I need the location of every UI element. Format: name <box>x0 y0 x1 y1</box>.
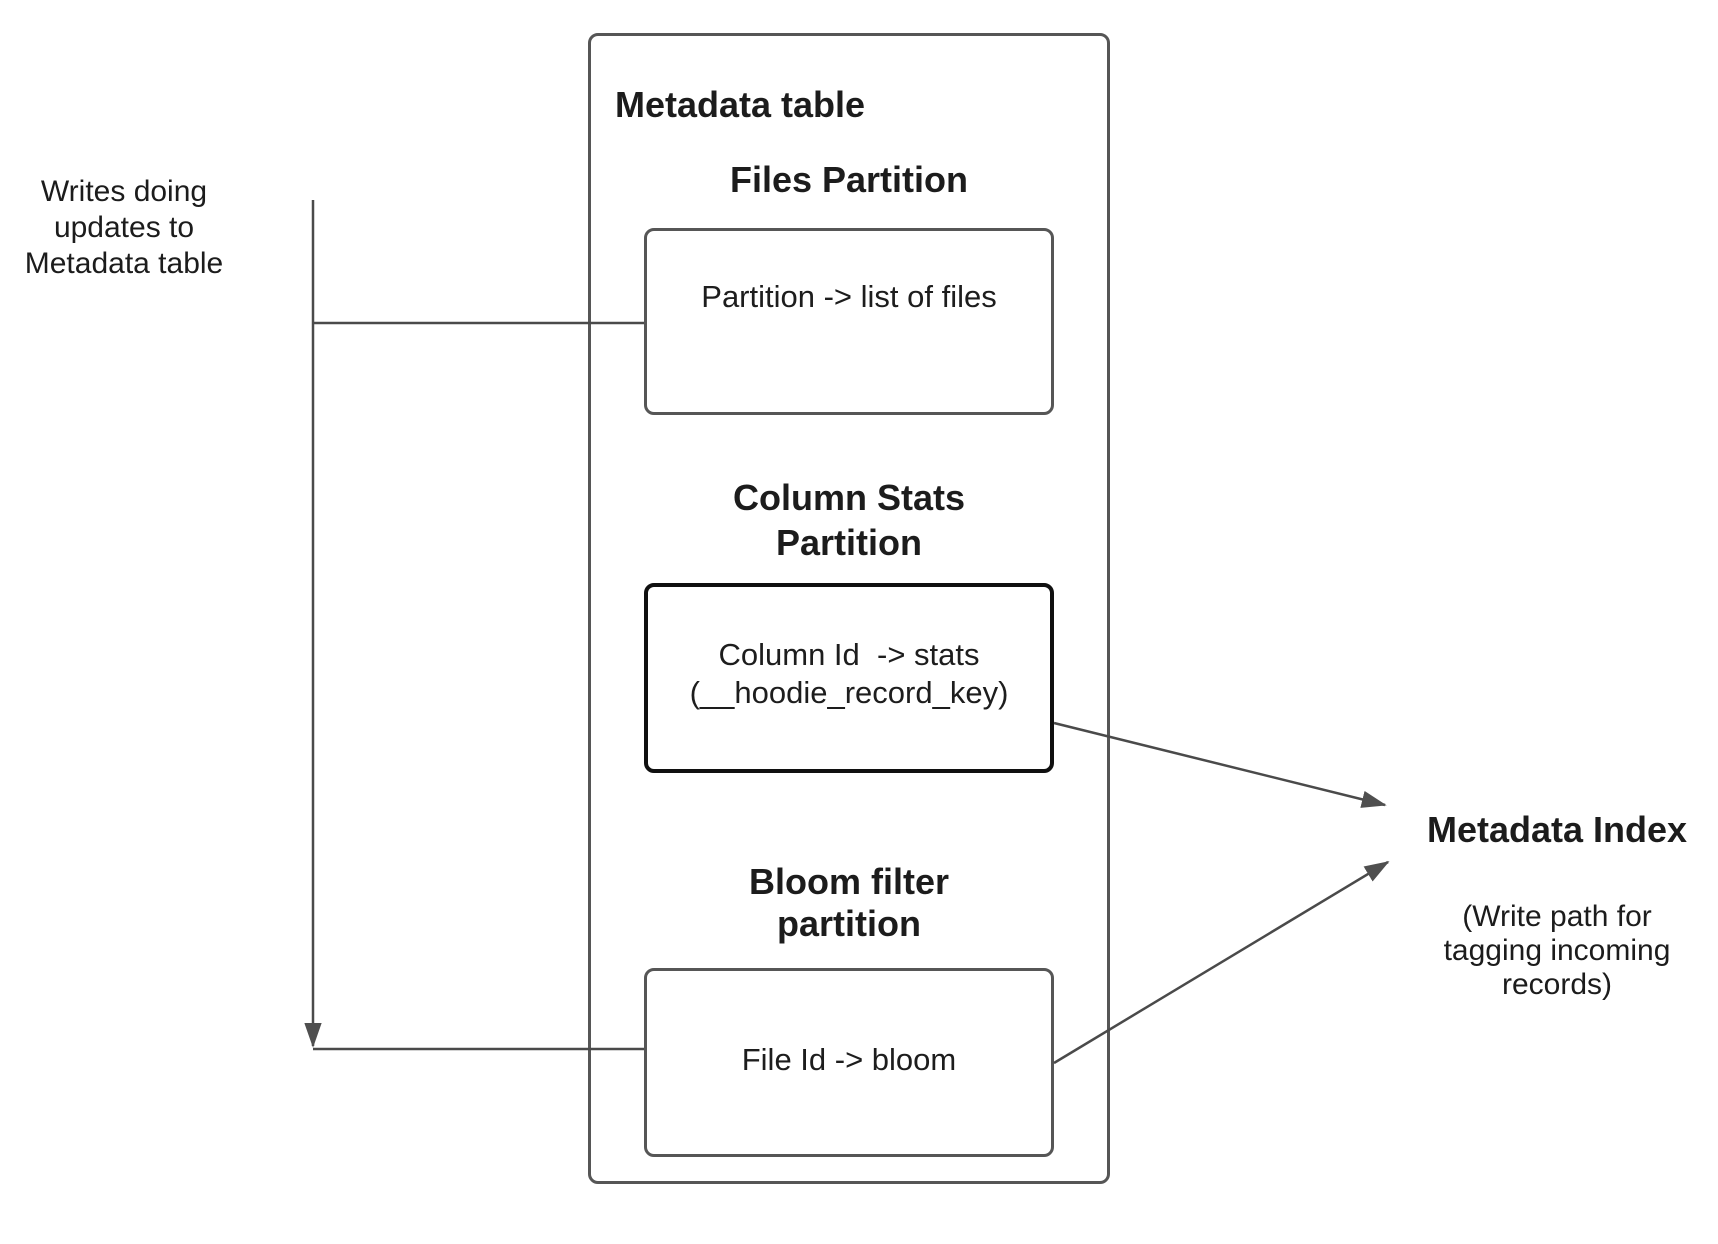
column-stats-partition-heading: Column Stats Partition <box>732 477 965 563</box>
column-stats-partition-box: Column Id -> stats (__hoodie_record_key) <box>644 583 1054 773</box>
bloom-filter-partition-heading: Bloom filter partition <box>748 861 949 944</box>
files-partition-mapping: Partition -> list of files <box>701 279 997 314</box>
metadata-index-subtitle: (Write path for tagging incoming records… <box>1443 900 1671 1001</box>
metadata-table-title: Metadata table <box>615 84 866 125</box>
column-stats-mapping: Column Id -> stats (__hoodie_record_key) <box>689 637 1009 710</box>
bloom-filter-mapping: File Id -> bloom <box>741 1042 957 1077</box>
files-partition-heading: Files Partition <box>729 159 969 200</box>
metadata-index-title: Metadata Index <box>1426 809 1688 850</box>
writes-updates-label: Writes doing updates to Metadata table <box>24 175 224 280</box>
files-partition-box: Partition -> list of files <box>644 228 1054 415</box>
metadata-table-box <box>588 33 1110 1184</box>
bloom-filter-partition-box: File Id -> bloom <box>644 968 1054 1157</box>
